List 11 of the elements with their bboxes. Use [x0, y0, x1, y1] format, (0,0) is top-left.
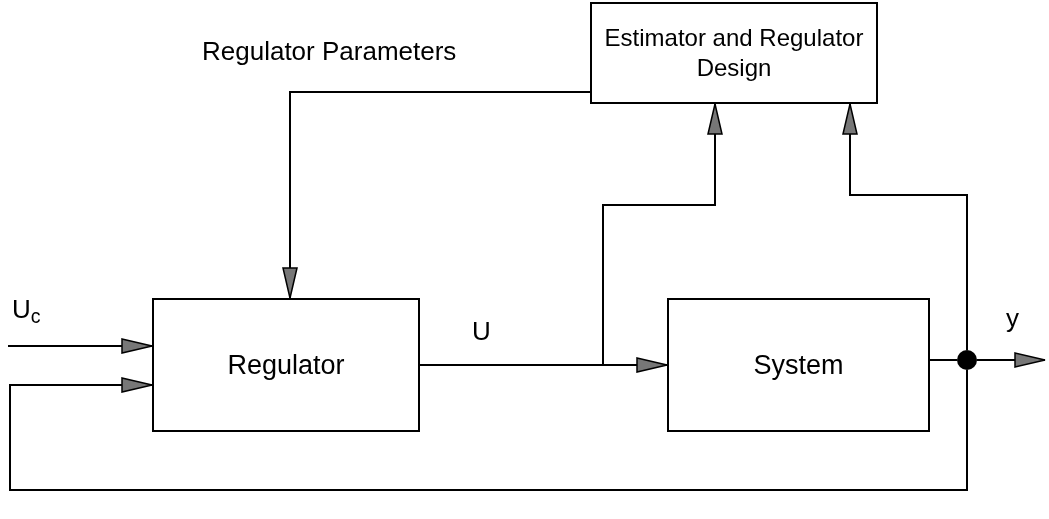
connector-arrow [7, 338, 153, 354]
connector-arrow [842, 103, 968, 351]
block-label: Regulator [227, 348, 345, 382]
connector-arrow [282, 91, 591, 299]
connector-arrow [976, 352, 1046, 368]
block-box [152, 298, 420, 432]
connector-arrow [9, 369, 968, 491]
block-label: System [753, 348, 844, 382]
block-box [590, 2, 878, 104]
block-label: Estimator and Regulator Design [603, 23, 865, 83]
block-box [667, 298, 930, 432]
